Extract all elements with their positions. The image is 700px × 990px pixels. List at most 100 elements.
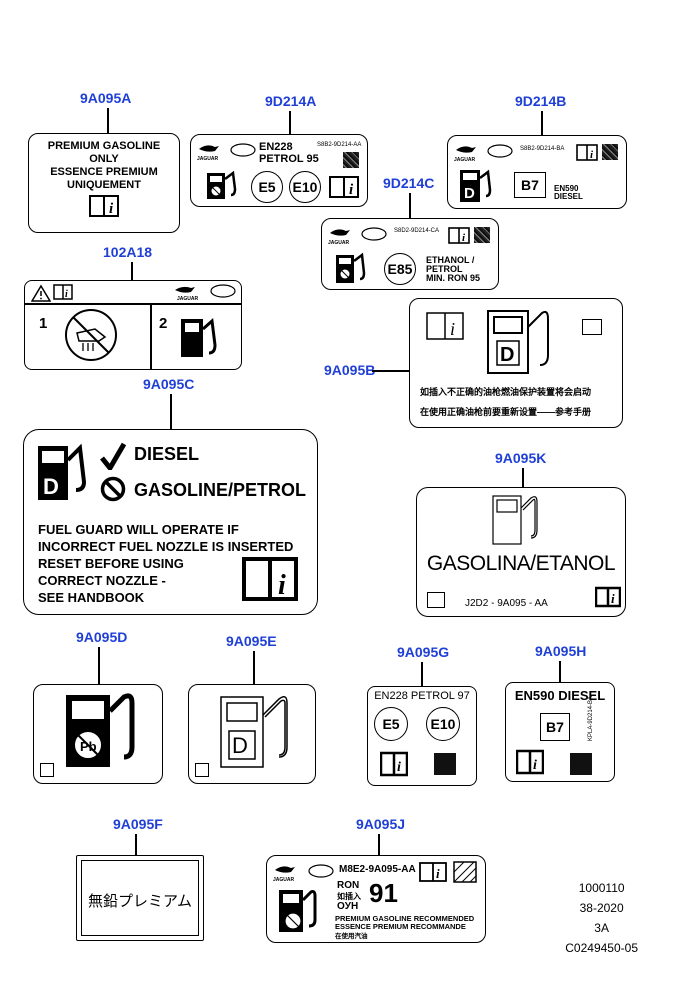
handbook-info-icon: i	[380, 751, 408, 777]
part-code: S8B2-9D214-AA	[317, 142, 362, 148]
fuel-pump-diesel-outline-icon: D	[220, 696, 288, 768]
part-label-9a095d: 9A095D	[76, 629, 128, 645]
reference-line: 1000110	[578, 881, 625, 895]
part-label-9a095h: 9A095H	[535, 643, 587, 659]
recommendation-text: PREMIUM GASOLINE RECOMMENDED	[335, 914, 475, 923]
brand-logos-icon	[199, 143, 256, 157]
warning-text: INCORRECT FUEL NOZZLE IS INSERTED	[38, 539, 294, 554]
warning-triangle-icon	[31, 284, 51, 302]
handbook-info-icon: i	[595, 586, 621, 608]
reference-line: 38-2020	[579, 901, 624, 915]
label-9a095f: 無鉛プレミアム	[76, 855, 204, 941]
prohibited-icon	[100, 476, 126, 502]
svg-text:Pb: Pb	[80, 739, 97, 754]
fuel-text: DIESEL	[554, 192, 583, 201]
fuel-text: MIN. RON 95	[426, 273, 481, 283]
svg-text:i: i	[397, 760, 401, 775]
fuel-pump-no-lead-icon	[207, 170, 237, 199]
brand-text: JAGUAR	[328, 240, 350, 246]
part-label-9d214c: 9D214C	[383, 175, 435, 191]
svg-text:i: i	[278, 570, 286, 601]
svg-text:i: i	[65, 289, 68, 300]
header-text: EN590 DIESEL	[514, 688, 606, 703]
step-number: 1	[39, 315, 48, 332]
label-9d214c: JAGUAR S8D2-9D214-CA i E85 ETHANOL / PET…	[321, 218, 499, 290]
fuel-pump-no-lead-icon	[279, 890, 317, 932]
label-text: PREMIUM GASOLINE	[47, 140, 161, 152]
recommendation-text: ESSENCE PREMIUM RECOMMANDE	[335, 922, 466, 931]
brand-logos-icon	[275, 864, 334, 878]
part-label-9a095k: 9A095K	[495, 450, 547, 466]
part-code: J2D2 - 9A095 - AA	[465, 598, 548, 609]
fuel-pump-icon	[181, 317, 217, 357]
octane-number: 91	[369, 878, 398, 908]
svg-text:D: D	[464, 185, 475, 202]
label-9a095g: EN228 PETROL 97 E5 E10 i	[367, 686, 477, 786]
reference-block: 1000110 38-2020 3A C0249450-05	[565, 878, 638, 958]
part-code: S8D2-9D214-CA	[394, 228, 440, 234]
handbook-info-icon: i	[53, 284, 73, 300]
label-9a095c: D DIESEL GASOLINE/PETROL FUEL GUARD WILL…	[23, 429, 318, 615]
brand-text: JAGUAR	[454, 157, 476, 163]
label-102a18: i JAGUAR 1 2	[24, 280, 242, 370]
label-9d214b: JAGUAR S8B2-9D214-BA i D B7 EN590 DIESEL	[447, 135, 627, 209]
svg-text:i: i	[533, 758, 537, 773]
handbook-info-icon: i	[242, 557, 298, 601]
fuel-pump-diesel-icon: D	[487, 310, 549, 374]
leader-line	[289, 111, 291, 136]
warning-text: FUEL GUARD WILL OPERATE IF	[38, 522, 239, 537]
part-label-9a095j: 9A095J	[356, 816, 406, 832]
leader-line	[135, 834, 137, 856]
label-9a095j: JAGUAR M8E2-9A095-AA i RON 如插入 OУН 91 PR…	[266, 855, 486, 943]
chinese-text: 如插入	[337, 892, 361, 901]
label-text: UNIQUEMENT	[67, 179, 141, 191]
qr-code	[602, 144, 618, 160]
e10-badge: E10	[426, 707, 460, 741]
b7-badge: B7	[514, 172, 546, 198]
fuel-text: PETROL	[426, 264, 463, 274]
fuel-pump-no-lead-icon: Pb	[66, 693, 135, 767]
fuel-pump-no-lead-icon	[336, 252, 366, 283]
fuel-text: PETROL 95	[259, 153, 319, 165]
diesel-text: DIESEL	[134, 444, 200, 464]
svg-text:i: i	[109, 201, 114, 217]
label-9a095b: i D 如插入不正确的油枪燃油保护装置将会启动 在使用正确油枪前要重新设置——参…	[409, 298, 623, 428]
warning-text: CORRECT NOZZLE -	[38, 573, 166, 588]
svg-text:i: i	[436, 866, 440, 881]
filled-square	[570, 753, 592, 775]
e10-badge: E10	[289, 171, 321, 203]
leader-line	[378, 834, 380, 856]
fuel-pump-diesel-icon: D	[460, 169, 492, 202]
label-9a095k: GASOLINA/ETANOL J2D2 - 9A095 - AA i	[416, 487, 626, 617]
part-label-9a095b: 9A095B	[324, 362, 376, 378]
part-code: S8B2-9D214-BA	[520, 146, 565, 152]
brand-logos-icon	[175, 284, 236, 298]
gasoline-text: GASOLINE/PETROL	[134, 480, 307, 500]
gasolina-etanol-text: GASOLINA/ETANOL	[426, 552, 616, 575]
filled-square	[434, 753, 456, 775]
leader-line	[409, 193, 411, 219]
part-label-102a18: 102A18	[103, 244, 153, 260]
svg-text:i: i	[590, 149, 594, 161]
part-label-9a095e: 9A095E	[226, 633, 277, 649]
e5-badge: E5	[374, 707, 408, 741]
b7-badge: B7	[540, 713, 570, 741]
fuel-text: ETHANOL /	[426, 255, 475, 265]
qr-code	[343, 152, 359, 168]
leader-line	[131, 262, 133, 281]
leader-line	[107, 108, 109, 135]
part-label-9a095f: 9A095F	[113, 816, 163, 832]
japanese-text: 無鉛プレミアム	[88, 893, 192, 910]
blank-square	[427, 592, 445, 608]
blank-square	[40, 763, 54, 777]
e85-badge: E85	[384, 253, 416, 285]
inner-frame	[81, 860, 199, 936]
part-code: M8E2-9A095-AA	[339, 864, 416, 875]
e5-badge: E5	[251, 171, 283, 203]
label-text: ESSENCE PREMIUM	[50, 166, 158, 178]
leader-line	[372, 370, 410, 372]
ron-text: RON	[337, 880, 360, 891]
chinese-warning-text: 在使用正确油枪前要重新设置——参考手册	[420, 407, 592, 417]
brand-text: JAGUAR	[273, 877, 295, 883]
standard-text: EN590	[554, 184, 579, 193]
